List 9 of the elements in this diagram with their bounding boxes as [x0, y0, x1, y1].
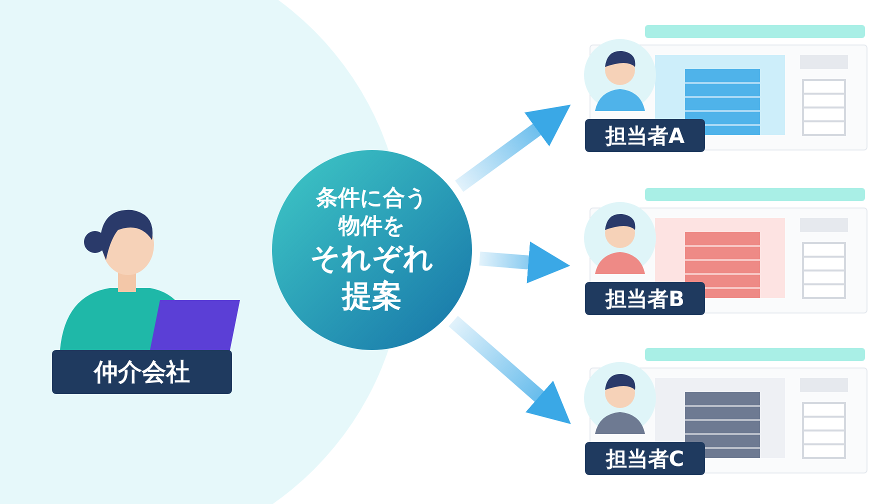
- arrow: [455, 104, 571, 192]
- role-label: 仲介会社: [52, 350, 232, 394]
- arrow: [448, 316, 571, 424]
- person-label: 担当者C: [585, 442, 705, 475]
- person-label: 担当者B: [585, 282, 705, 315]
- arrow: [479, 242, 570, 284]
- circle-text: 条件に合う物件を: [314, 185, 429, 240]
- circle-heading: それぞれ提案: [309, 240, 435, 315]
- person-label: 担当者A: [585, 119, 705, 152]
